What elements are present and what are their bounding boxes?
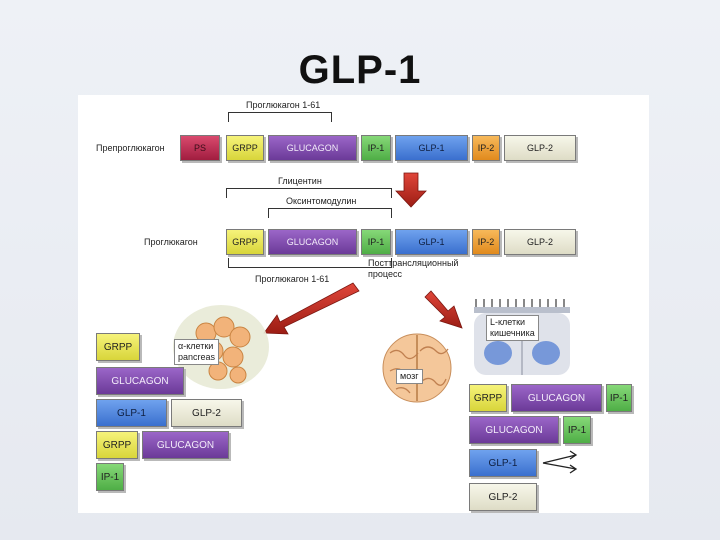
segment-glucagon: GLUCAGON <box>268 229 357 255</box>
row-label-preproglucagon: Препроглюкагон <box>96 143 165 153</box>
down-arrow-icon <box>395 172 427 208</box>
alpha-product-glp1: GLP-1 <box>96 399 167 427</box>
brain-icon <box>382 333 452 403</box>
bracket-proglucagon-top <box>228 112 332 122</box>
segment-ip1: IP-1 <box>361 229 391 255</box>
row-label-proglucagon: Проглюкагон <box>144 237 198 247</box>
bracket-oxyntomodulin <box>268 208 392 218</box>
segment-grpp: GRPP <box>226 135 264 161</box>
bracket-proglucagon-bottom <box>228 258 392 268</box>
segment-glp1: GLP-1 <box>395 135 468 161</box>
segment-glp2: GLP-2 <box>504 135 576 161</box>
segment-glp1: GLP-1 <box>395 229 468 255</box>
segment-ip2: IP-2 <box>472 229 500 255</box>
diagram-panel: Проглюкагон 1-61 Препроглюкагон PS GRPP … <box>78 95 649 513</box>
alpha-product-glucagon: GLUCAGON <box>96 367 184 395</box>
l-cells-label: L-клетки кишечника <box>486 315 539 341</box>
arrow-to-l-cells-icon <box>424 290 463 329</box>
lcell-product-glp1: GLP-1 <box>469 449 537 477</box>
bracket-glicentin <box>226 188 392 198</box>
bracket-label-glicentin: Глицентин <box>278 176 322 186</box>
split-arrows-icon <box>542 450 578 474</box>
segment-glp2: GLP-2 <box>504 229 576 255</box>
alpha-product-grpp: GRPP <box>96 333 140 361</box>
l-cells-label-line1: L-клетки <box>490 317 526 327</box>
segment-grpp: GRPP <box>226 229 264 255</box>
bracket-label-proglucagon-bottom: Проглюкагон 1-61 <box>255 274 330 284</box>
slide-title: GLP-1 <box>298 48 422 92</box>
segment-ip1: IP-1 <box>361 135 391 161</box>
segment-ip2: IP-2 <box>472 135 500 161</box>
alpha-cells-label: α-клетки pancreas <box>174 339 220 365</box>
brain-label: мозг <box>396 369 423 384</box>
alpha-cells-label-line1: α-клетки <box>178 341 214 351</box>
lcell-product-glp2: GLP-2 <box>469 483 537 511</box>
bracket-label-proglucagon-top: Проглюкагон 1-61 <box>246 100 321 110</box>
alpha-product-ip1: IP-1 <box>96 463 124 491</box>
lcell-product-glucagon-2: GLUCAGON <box>469 416 559 444</box>
arrow-to-alpha-cells-icon <box>263 282 360 335</box>
l-cells-label-line2: кишечника <box>490 328 535 338</box>
alpha-cells-label-line2: pancreas <box>178 352 216 362</box>
posttranslational-label: Посттрансляционный процесс <box>368 258 459 279</box>
bracket-label-oxyntomodulin: Оксинтомодулин <box>286 196 357 206</box>
lcell-product-glucagon: GLUCAGON <box>511 384 602 412</box>
alpha-product-glucagon-2: GLUCAGON <box>142 431 229 459</box>
segment-ps: PS <box>180 135 220 161</box>
alpha-product-grpp-2: GRPP <box>96 431 138 459</box>
lcell-product-ip1-2: IP-1 <box>563 416 591 444</box>
alpha-product-glp2: GLP-2 <box>171 399 242 427</box>
segment-glucagon: GLUCAGON <box>268 135 357 161</box>
lcell-product-ip1: IP-1 <box>606 384 632 412</box>
lcell-product-grpp: GRPP <box>469 384 507 412</box>
